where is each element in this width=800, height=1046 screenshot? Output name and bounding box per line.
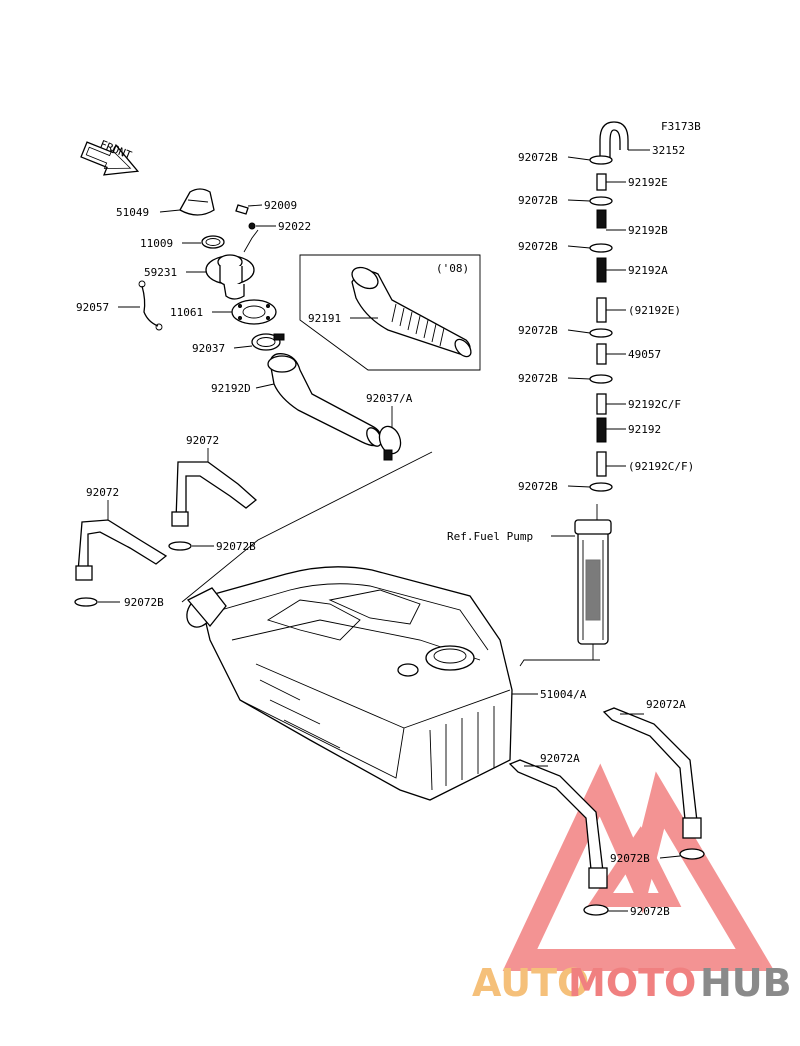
strap-92072-lower [77,519,168,573]
oring-11009 [201,235,225,249]
clamp-92037 [251,333,285,351]
bolt-92009 [235,204,249,215]
clip-92072B-left [74,597,98,607]
label-92072A: 92072A [540,752,580,765]
fuel-pump [574,504,612,660]
watermark-hub: HUB [700,961,792,1005]
pipe-92192E [596,173,607,191]
label-92072: 92072 [86,486,119,499]
pump-components [551,121,629,660]
figure-code: F3173B [661,120,701,133]
label-59231: 59231 [144,266,177,279]
label-92191: 92191 [308,312,341,325]
label-92192E: 92192E [628,176,668,189]
label-92072B: 92072B [518,194,558,207]
filler-cap [179,188,215,216]
spring-92192B [596,209,607,229]
strap-92072-upper [175,461,258,521]
corrugated-hose-92191 [351,266,472,358]
filler-components: 51049 92009 92022 11009 59231 92057 [76,188,413,461]
label-92072B: 92072B [630,905,670,918]
label-51004A: 51004/A [540,688,587,701]
label-11061: 11061 [170,306,203,319]
spring-92192A [596,257,607,283]
label-32152: 32152 [652,144,685,157]
label-11009: 11009 [140,237,173,250]
fitting-49057 [596,343,607,365]
clamp-1 [589,155,613,165]
pipe-92192CF [596,393,607,415]
label-92072B: 92072B [518,480,558,493]
label-92072B: 92072B [518,240,558,253]
front-arrow-icon [80,141,140,176]
filler-hose-92192D [267,353,382,447]
fuel-tank-51004A [186,566,513,801]
label-92072B: 92072B [518,151,558,164]
label-92072: 92072 [186,434,219,447]
strap-92057 [141,285,159,327]
label-92072A: 92072A [646,698,686,711]
clamp-2 [589,196,613,206]
right-straps: 92072A 92072A 92072B 92072B [508,698,705,918]
label-92072B: 92072B [518,372,558,385]
label-92022: 92022 [278,220,311,233]
year-note: ('08) [436,262,469,275]
clamp-5 [589,374,613,384]
label-92072B: 92072B [610,852,650,865]
label-92072B: 92072B [124,596,164,609]
watermark-auto: AUTO [472,961,589,1005]
pipe-92192E-b [596,297,607,323]
right-labels: 92072B 32152 92192E 92072B 92192B 92072B… [447,144,694,543]
hose-32152 [599,121,629,160]
left-straps: 92072 92072 92072B 92072B [74,434,258,609]
gasket-11061 [231,299,277,325]
watermark-moto: MOTO [568,961,696,1005]
watermark-logo [502,763,775,971]
label-92192B: 92192B [628,224,668,237]
label-49057: 49057 [628,348,661,361]
clip-92072B-br2 [583,904,609,916]
label-92192CF-paren: (92192C/F) [628,460,694,473]
nut-92022 [248,222,256,230]
label-92192E-paren: (92192E) [628,304,681,317]
label-92037: 92037 [192,342,225,355]
inset-2008: ('08) 92191 [299,254,481,371]
label-92072B: 92072B [518,324,558,337]
clamp-6 [589,482,613,492]
clip-92072B-mid [168,541,192,551]
label-92192CF: 92192C/F [628,398,681,411]
clip-92072B-br1 [679,848,705,860]
label-92037A: 92037/A [366,392,413,405]
label-92192: 92192 [628,423,661,436]
clamp-92037A [378,425,402,461]
label-51049: 51049 [116,206,149,219]
label-92009: 92009 [264,199,297,212]
label-92192D: 92192D [211,382,251,395]
label-92057: 92057 [76,301,109,314]
pipe-92192CF-b [596,451,607,477]
watermark-text: AUTO MOTO HUB [472,961,792,1005]
clamp-4 [589,328,613,338]
label-92192A: 92192A [628,264,668,277]
filler-neck-59231 [205,254,255,300]
clamp-3 [589,243,613,253]
ref-fuel-pump-label: Ref.Fuel Pump [447,530,533,543]
spring-92192 [596,417,607,443]
